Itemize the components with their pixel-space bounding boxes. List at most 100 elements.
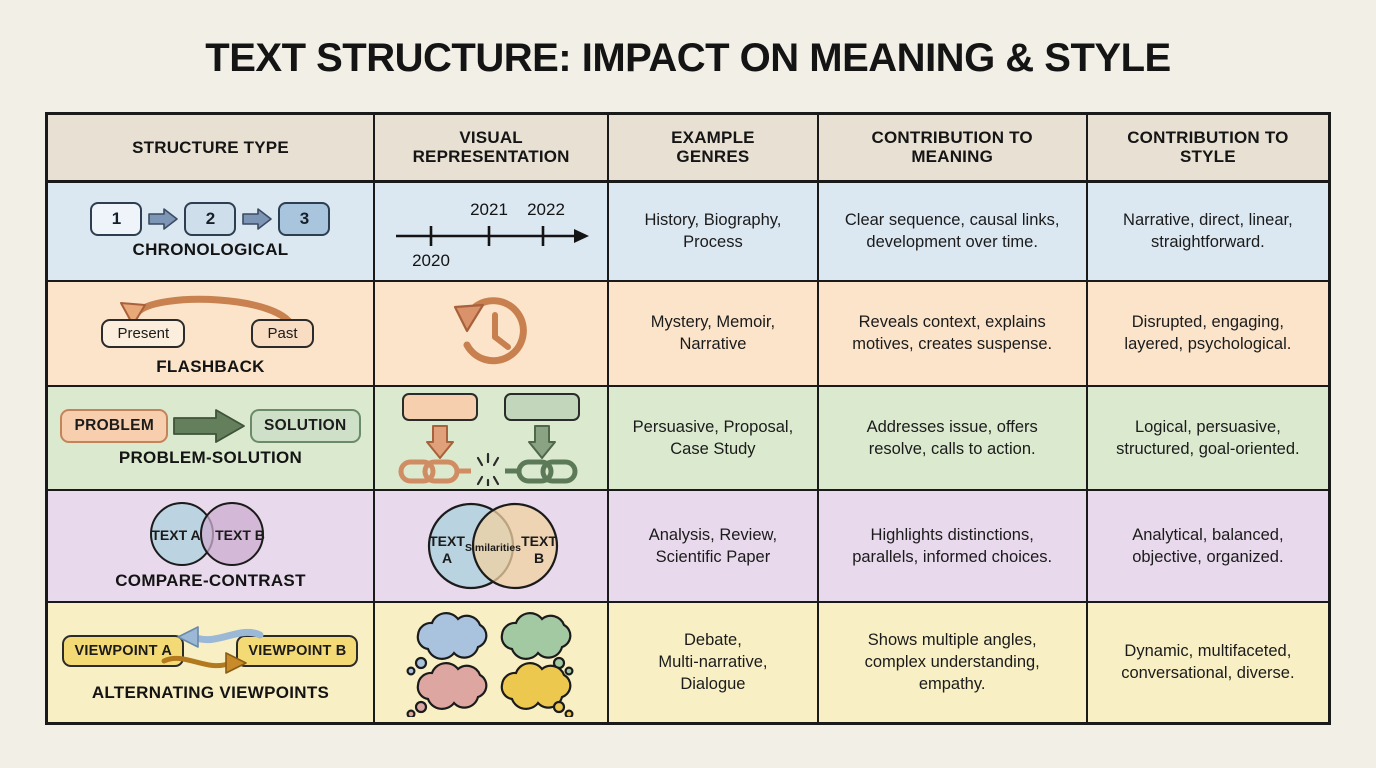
solution-node: SOLUTION [250,408,361,443]
meaning-line: empathy. [918,675,986,694]
genres-line: History, Biography, [644,211,782,230]
curved-back-arrow-icon [120,296,297,333]
structure-label: FLASHBACK [156,357,265,377]
meaning-line: development over time. [866,233,1038,252]
header-cell-contribution-to-meaning: CONTRIBUTION TO MEANING [818,115,1088,180]
table-header-row: STRUCTURE TYPE VISUAL REPRESENTATION EXA… [48,115,1328,183]
timeline-tick-2020: 2020 [412,251,450,270]
cell-structure-type-compare-contrast: TEXT A TEXT B COMPARE-CONTRAST [48,491,375,601]
cell-structure-type-problem-solution: PROBLEM SOLUTION PROBLEM-SOLUTION [48,386,375,490]
style-line: Analytical, balanced, [1132,525,1284,544]
style-line: Narrative, direct, linear, [1123,211,1293,230]
header-label: STRUCTURE TYPE [132,137,289,157]
clock-rewind-icon [454,297,527,365]
structure-comparison-table: STRUCTURE TYPE VISUAL REPRESENTATION EXA… [45,112,1331,725]
table-row-flashback: Present Past FLASHBACK Mystery, Memoir, [48,282,1328,387]
arrow-right-icon [173,409,245,443]
style-line: objective, organized. [1132,547,1284,566]
problem-to-solution-row: PROBLEM SOLUTION [60,408,361,444]
style-line: conversational, diverse. [1121,664,1295,683]
thought-bubble-pink [406,662,488,718]
meaning-line: resolve, calls to action. [868,439,1036,458]
cell-meaning-chronological: Clear sequence, causal links, developmen… [819,182,1088,281]
viewpoint-b-node: VIEWPOINT B [236,635,359,668]
cell-style-compare-contrast: Analytical, balanced, objective, organiz… [1088,491,1328,600]
structure-label: PROBLEM-SOLUTION [118,447,303,467]
meaning-line: Highlights distinctions, [870,525,1034,544]
header-cell-visual-representation: VISUAL REPRESENTATION [374,115,610,180]
page-title: TEXT STRUCTURE: IMPACT ON MEANING & STYL… [205,36,1171,80]
meaning-line: motives, creates suspense. [852,335,1053,354]
header-cell-example-genres: EXAMPLE GENRES [609,115,819,180]
cell-structure-type-chronological: 1 2 3 CHRONOLOGICAL [48,182,375,281]
venn-left-label-line2: A [442,550,452,566]
style-line: layered, psychological. [1124,335,1292,354]
genres-line: Persuasive, Proposal, [632,417,794,436]
structure-label: COMPARE-CONTRAST [115,570,306,590]
genres-line: Case Study [670,439,756,458]
meaning-line: Reveals context, explains [858,313,1046,332]
meaning-line: Addresses issue, offers [866,417,1038,436]
two-way-wavy-arrows-icon [161,626,264,675]
cell-style-chronological: Narrative, direct, linear, straightforwa… [1088,183,1328,281]
thought-bubble-yellow [500,662,574,718]
structure-label: CHRONOLOGICAL [132,240,289,260]
venn-right-label: TEXT B [216,527,266,543]
style-line: straightforward. [1151,233,1265,252]
genres-line: Debate, [684,630,742,649]
arrow-right-icon [148,208,179,231]
genres-line: Mystery, Memoir, [650,313,776,332]
venn-labeled-icon: TEXT A TEXT B Similarities [427,502,558,589]
arrow-down-icon [528,424,557,459]
meaning-line: complex understanding, [864,653,1040,672]
table-row-chronological: 1 2 3 CHRONOLOGICAL [48,182,1328,283]
meaning-line: Shows multiple angles, [867,630,1037,649]
cell-genres-chronological: History, Biography, Process [609,182,819,281]
compare-contrast-diagram: TEXT A TEXT B COMPARE-CONTRAST [48,491,373,600]
header-label-line1: CONTRIBUTION TO [1127,127,1289,147]
problem-solution-diagram: PROBLEM SOLUTION PROBLEM-SOLUTION [48,387,373,489]
header-label-line1: EXAMPLE [671,127,755,147]
venn-left-label: TEXT A [152,527,201,543]
cell-visual-alternating-viewpoints [375,602,610,723]
cell-style-alternating-viewpoints: Dynamic, multifaceted, conversational, d… [1088,603,1328,722]
genres-line: Process [683,233,743,252]
arrow-down-icon [426,424,455,459]
cell-genres-alternating-viewpoints: Debate, Multi-narrative, Dialogue [609,602,819,723]
viewpoint-a-node: VIEWPOINT A [62,635,185,668]
structure-label: ALTERNATING VIEWPOINTS [91,683,330,703]
venn-overlap-label: Similarities [465,542,521,554]
timeline-tick-2021: 2021 [470,200,508,219]
flashback-node-present: Present [101,319,186,349]
style-line: Logical, persuasive, [1134,417,1281,436]
chain-left [398,459,472,484]
header-label-line2: GENRES [676,147,750,167]
genres-line: Narrative [679,335,747,354]
venn-diagram-icon: TEXT A TEXT B [150,501,266,566]
thought-bubbles-icon [406,612,574,718]
broken-chain-icon [398,392,581,486]
table-row-compare-contrast: TEXT A TEXT B COMPARE-CONTRAST TEXT A TE… [48,491,1328,603]
cell-structure-type-flashback: Present Past FLASHBACK [48,282,375,385]
problem-node: PROBLEM [60,408,169,443]
cell-visual-problem-solution [375,386,610,490]
cell-genres-problem-solution: Persuasive, Proposal, Case Study [609,386,819,490]
cell-meaning-problem-solution: Addresses issue, offers resolve, calls t… [819,386,1088,490]
header-cell-contribution-to-style: CONTRIBUTION TO STYLE [1087,115,1328,180]
venn-right-label-line1: TEXT [521,533,557,549]
sequence-step-3: 3 [278,202,331,237]
header-label-line1: VISUAL [459,127,523,147]
style-line: Disrupted, engaging, [1131,313,1285,332]
header-label-line1: CONTRIBUTION TO [871,127,1033,147]
header-label-line2: MEANING [911,147,993,167]
genres-line: Analysis, Review, [648,525,778,544]
style-line: structured, goal-oriented. [1116,439,1300,458]
spark-burst-icon [477,452,500,486]
header-label-line2: REPRESENTATION [412,147,570,167]
cell-visual-chronological: 2020 2021 2022 [375,182,610,281]
venn-right-label-line2: B [534,550,544,566]
cell-visual-flashback [375,282,610,385]
cell-meaning-compare-contrast: Highlights distinctions, parallels, info… [819,491,1088,601]
flashback-diagram: Present Past FLASHBACK [48,282,373,384]
